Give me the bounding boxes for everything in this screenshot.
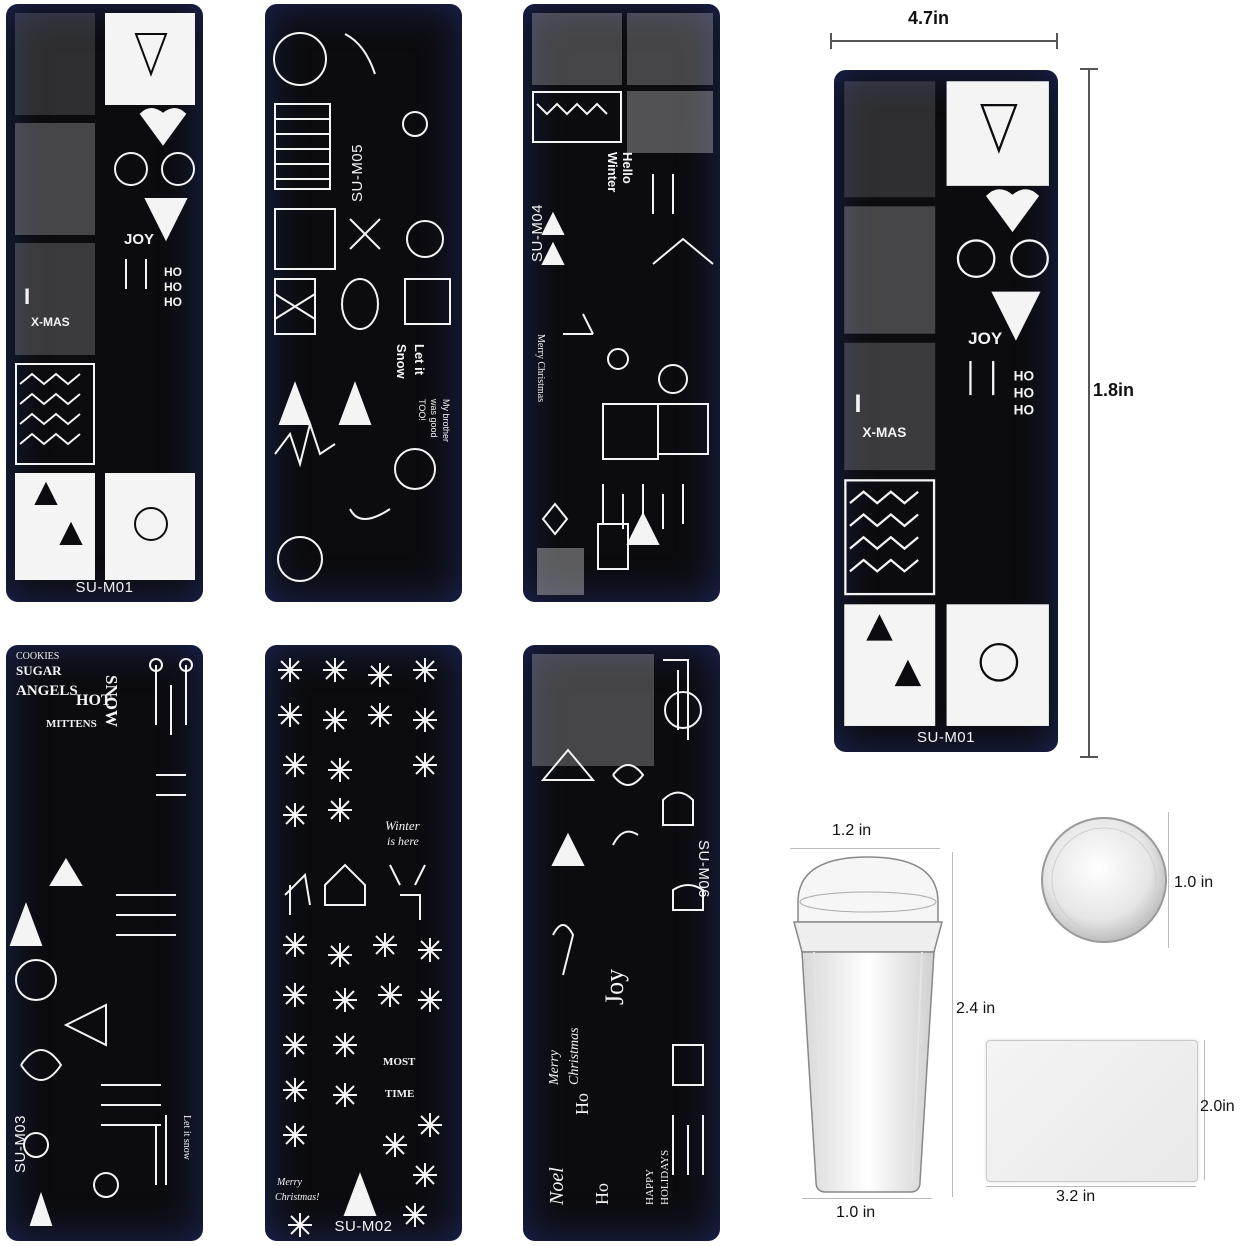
stamping-plate-su-m05: Let it Snow My brother was good TOO! SU-… (265, 4, 462, 602)
plate-width-label: 4.7in (908, 8, 950, 28)
plate-code-label: SU-M06 (695, 840, 712, 899)
svg-text:HO: HO (164, 295, 182, 309)
silicone-head (1041, 817, 1167, 943)
plate-height-line (1088, 68, 1090, 758)
stamping-plate-su-m01-featured: JOY HO HO HO I X-MAS SU-M01 (834, 70, 1058, 752)
plate-pattern-m05: Let it Snow My brother was good TOO! (273, 32, 451, 582)
svg-text:MOST: MOST (383, 1056, 416, 1068)
head-diameter-label: 1.0 in (1174, 874, 1214, 891)
svg-text:SNOW: SNOW (102, 675, 121, 727)
scraper-height-label: 2.0in (1200, 1098, 1235, 1115)
svg-text:I: I (854, 390, 861, 418)
plate-height-label: 1.8in (1093, 380, 1135, 400)
plate-code-label: SU-M05 (349, 144, 366, 203)
plate-width-line (830, 40, 1058, 42)
svg-text:Let it: Let it (412, 344, 427, 376)
plate-pattern-m04: Hello Winter Merry Christmas (532, 13, 714, 595)
svg-text:SUGAR: SUGAR (16, 663, 62, 678)
svg-text:I: I (24, 284, 30, 309)
stamper-height-label: 2.4 in (956, 1000, 996, 1017)
svg-text:Hello: Hello (620, 152, 635, 184)
clear-stamper (793, 856, 943, 1193)
svg-text:HO: HO (1014, 385, 1035, 400)
plate-code-label: SU-M03 (12, 1115, 29, 1174)
svg-text:Let it snow: Let it snow (181, 1115, 192, 1161)
svg-text:HAPPY: HAPPY (644, 1169, 656, 1205)
svg-text:HO: HO (164, 265, 182, 279)
svg-text:MITTENS: MITTENS (46, 718, 97, 730)
plate-pattern-m03: SNOW ANGELS SUGAR COOKIES HOT MITTENS Le… (9, 651, 193, 1226)
svg-text:Ho: Ho (592, 1183, 612, 1205)
svg-text:HO: HO (1014, 402, 1035, 417)
svg-text:Christmas: Christmas (567, 1027, 582, 1085)
stamper-bottom-label: 1.0 in (836, 1204, 876, 1221)
svg-text:HO: HO (1014, 368, 1035, 383)
stamping-plate-su-m06: Joy Ho Ho Noel Merry Christmas HAPPY HOL… (523, 645, 720, 1241)
stamping-plate-su-m03: SNOW ANGELS SUGAR COOKIES HOT MITTENS Le… (6, 645, 203, 1241)
svg-text:JOY: JOY (968, 329, 1003, 348)
stamper-top-label: 1.2 in (832, 822, 872, 839)
plate-code-label: SU-M01 (916, 729, 975, 746)
plate-code-label: SU-M01 (75, 579, 134, 596)
svg-text:TOO!: TOO! (417, 399, 427, 421)
svg-text:Snow: Snow (394, 344, 409, 380)
svg-text:Winter: Winter (605, 152, 620, 192)
svg-text:is here: is here (387, 834, 420, 848)
plate-code-label: SU-M04 (529, 204, 546, 263)
scraper-width-label: 3.2 in (1056, 1188, 1096, 1205)
svg-text:Joy: Joy (600, 969, 629, 1005)
svg-text:Merry: Merry (276, 1177, 303, 1188)
svg-text:Christmas!: Christmas! (275, 1192, 319, 1203)
svg-text:Noel: Noel (546, 1167, 568, 1206)
scraper-card (986, 1040, 1198, 1182)
svg-text:X-MAS: X-MAS (31, 315, 70, 329)
svg-text:ANGELS: ANGELS (16, 683, 78, 699)
plate-text-joy: JOY (124, 231, 154, 248)
svg-text:X-MAS: X-MAS (862, 425, 906, 440)
svg-text:Merry: Merry (547, 1049, 562, 1086)
stamping-plate-su-m01: JOY HO HO HO I X-MAS SU-M01 (6, 4, 203, 602)
svg-text:Ho: Ho (572, 1093, 592, 1115)
svg-text:HOLIDAYS: HOLIDAYS (659, 1150, 671, 1205)
stamping-plate-su-m02: Winter is here MOST TIME Merry Christmas… (265, 645, 462, 1241)
svg-text:Merry Christmas: Merry Christmas (535, 334, 546, 402)
svg-text:HO: HO (164, 280, 182, 294)
svg-text:Winter: Winter (385, 818, 421, 833)
svg-text:My brother: My brother (441, 399, 451, 442)
plate-pattern-m01-featured: JOY HO HO HO I X-MAS (844, 81, 1049, 726)
plate-pattern-m06: Joy Ho Ho Noel Merry Christmas HAPPY HOL… (532, 654, 704, 1206)
stamping-plate-su-m04: Hello Winter Merry Christmas SU-M04 (523, 4, 720, 602)
svg-text:HOT: HOT (76, 692, 112, 709)
svg-text:COOKIES: COOKIES (16, 651, 59, 662)
plate-pattern-m02: Winter is here MOST TIME Merry Christmas… (275, 658, 442, 1237)
plate-pattern-m01: JOY HO HO HO I X-MAS (15, 13, 195, 580)
svg-text:was good: was good (429, 398, 439, 438)
plate-code-label: SU-M02 (334, 1218, 393, 1235)
svg-text:TIME: TIME (385, 1088, 414, 1100)
